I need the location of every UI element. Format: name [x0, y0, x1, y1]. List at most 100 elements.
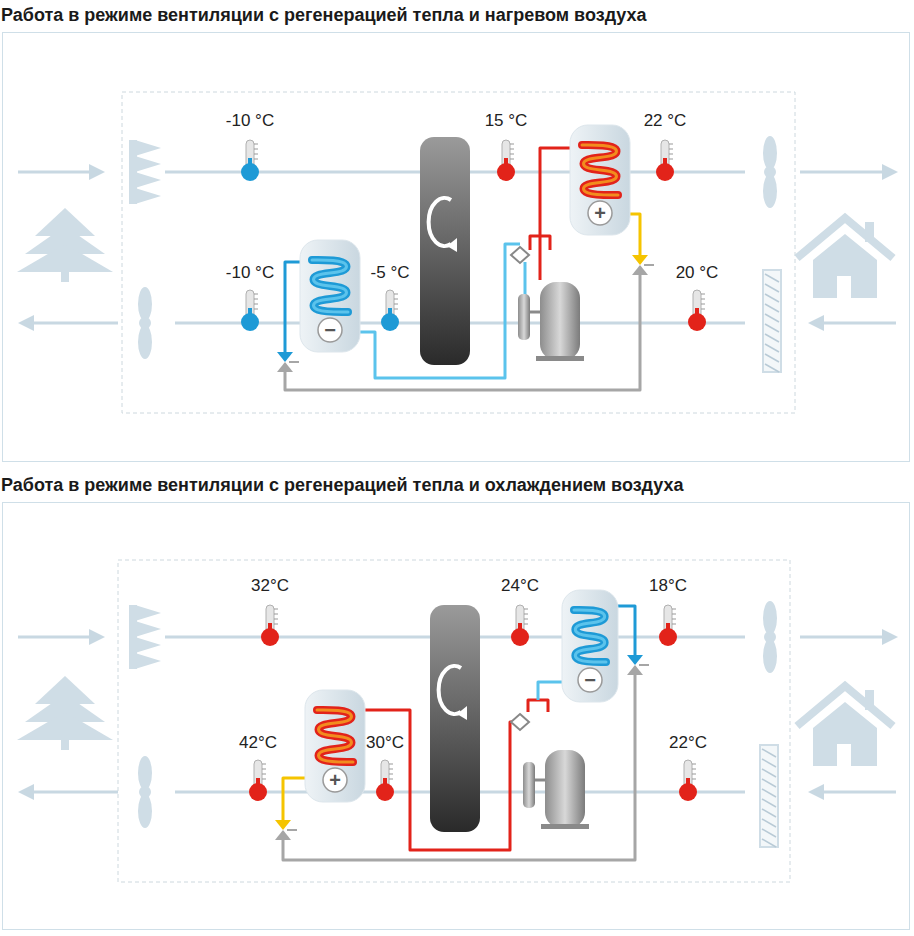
thermometer-bulb [381, 313, 399, 331]
unit-housing [122, 92, 795, 413]
filter-grid-line [765, 334, 779, 342]
filter-grid-line [765, 344, 779, 352]
thermometer-tick [262, 774, 266, 775]
filter-teeth [135, 605, 161, 621]
pipe [362, 710, 520, 850]
temperature-label: -5 °C [371, 264, 410, 281]
coil-tube [317, 710, 353, 762]
filter-grid-line [765, 324, 779, 332]
thermometer-tick [672, 609, 676, 610]
panel: Работа в режиме вентиляции с регенерацие… [2, 502, 910, 930]
rotation-arrow-head [457, 706, 467, 720]
thermometer-tick [274, 619, 278, 620]
thermometer-tick [669, 149, 673, 150]
mode-sign: + [594, 203, 606, 223]
valve-top [627, 655, 643, 665]
coil-tube [312, 260, 348, 312]
thermometer-tick [510, 149, 514, 150]
thermometer-tick [669, 159, 673, 160]
thermometer-bulb [241, 163, 259, 181]
air-arrow [800, 636, 886, 639]
temperature-label: 22°C [669, 734, 707, 751]
pipe [358, 244, 520, 378]
air-arrow [30, 322, 118, 325]
pipe [283, 778, 305, 820]
fan-blade [138, 287, 152, 321]
rotary-wheel [420, 137, 470, 365]
sign-circle [323, 768, 347, 792]
tree [17, 244, 113, 272]
heat-exchanger [562, 590, 618, 702]
mode-sign: − [584, 670, 596, 690]
coil-tube [574, 610, 606, 662]
thermometer-tick [510, 154, 514, 155]
filter-grid [760, 745, 778, 847]
thermometer-bulb [376, 783, 394, 801]
compressor [540, 282, 580, 360]
fan-blade [763, 174, 777, 208]
compressor-link [530, 311, 540, 314]
filter-teeth [135, 621, 161, 637]
filter-teeth [135, 637, 161, 653]
mode-sign: − [324, 320, 336, 340]
coil-tube [582, 145, 618, 195]
coil-tube-inner [574, 610, 606, 662]
rotation-arrow [439, 666, 461, 714]
compressor-link [535, 779, 545, 782]
mode-sign: + [329, 770, 341, 790]
thermometer-tick [524, 619, 528, 620]
sign-circle [578, 668, 602, 692]
coil-tube-inner [312, 260, 348, 312]
thermometer-tick [692, 769, 696, 770]
four-way-valve [511, 247, 529, 263]
panel-heading: Работа в режиме вентиляции с регенерацие… [1, 475, 683, 496]
coil-tube-inner [582, 145, 618, 195]
thermometer-bulb [659, 628, 677, 646]
thermometer-tick [394, 299, 398, 300]
house-chimney [865, 690, 874, 710]
thermometer-bulb [249, 783, 267, 801]
filter-teeth [129, 140, 137, 204]
thermometer-tick [524, 614, 528, 615]
panel-cooling [17, 560, 898, 882]
thermometer-tick [254, 309, 258, 310]
fan-hub [139, 786, 151, 798]
house-body [813, 702, 877, 766]
sign-circle [588, 201, 612, 225]
temperature-label: -10 °C [226, 112, 274, 129]
thermometer-bulb [241, 313, 259, 331]
fan-blade [138, 325, 152, 359]
unit-housing [118, 560, 790, 882]
thermometer-tick [274, 609, 278, 610]
air-arrow-head [808, 784, 824, 800]
air-arrow-head [882, 164, 898, 180]
filter-grid-line [762, 789, 776, 797]
thermometer-tick [701, 294, 705, 295]
valve-stem [287, 829, 297, 831]
filter-grid-line [762, 839, 776, 847]
thermometer-bulb [497, 163, 515, 181]
heat-exchanger [300, 240, 360, 352]
thermometer-tick [510, 144, 514, 145]
rotation-arrow [429, 198, 451, 246]
temperature-label: -10 °C [226, 264, 274, 281]
fan-blade [763, 601, 777, 635]
fan-hub [139, 317, 151, 329]
coil-tube-inner [317, 710, 353, 762]
thermometer-bulb [511, 628, 529, 646]
thermometer-tick [692, 779, 696, 780]
temperature-label: 20 °C [676, 264, 719, 281]
thermometer-tick [669, 144, 673, 145]
filter-grid-line [762, 799, 776, 807]
thermometer-tick [262, 779, 266, 780]
thermometer-tick [394, 304, 398, 305]
pipe [285, 262, 300, 352]
temperature-label: 22 °C [644, 112, 687, 129]
thermometer-tick [254, 294, 258, 295]
temperature-label: 15 °C [485, 112, 528, 129]
temperature-label: 24°C [501, 577, 539, 594]
thermometer-tick [510, 159, 514, 160]
heat-exchanger [305, 690, 365, 802]
filter-teeth [135, 140, 161, 156]
thermometer-tick [701, 299, 705, 300]
